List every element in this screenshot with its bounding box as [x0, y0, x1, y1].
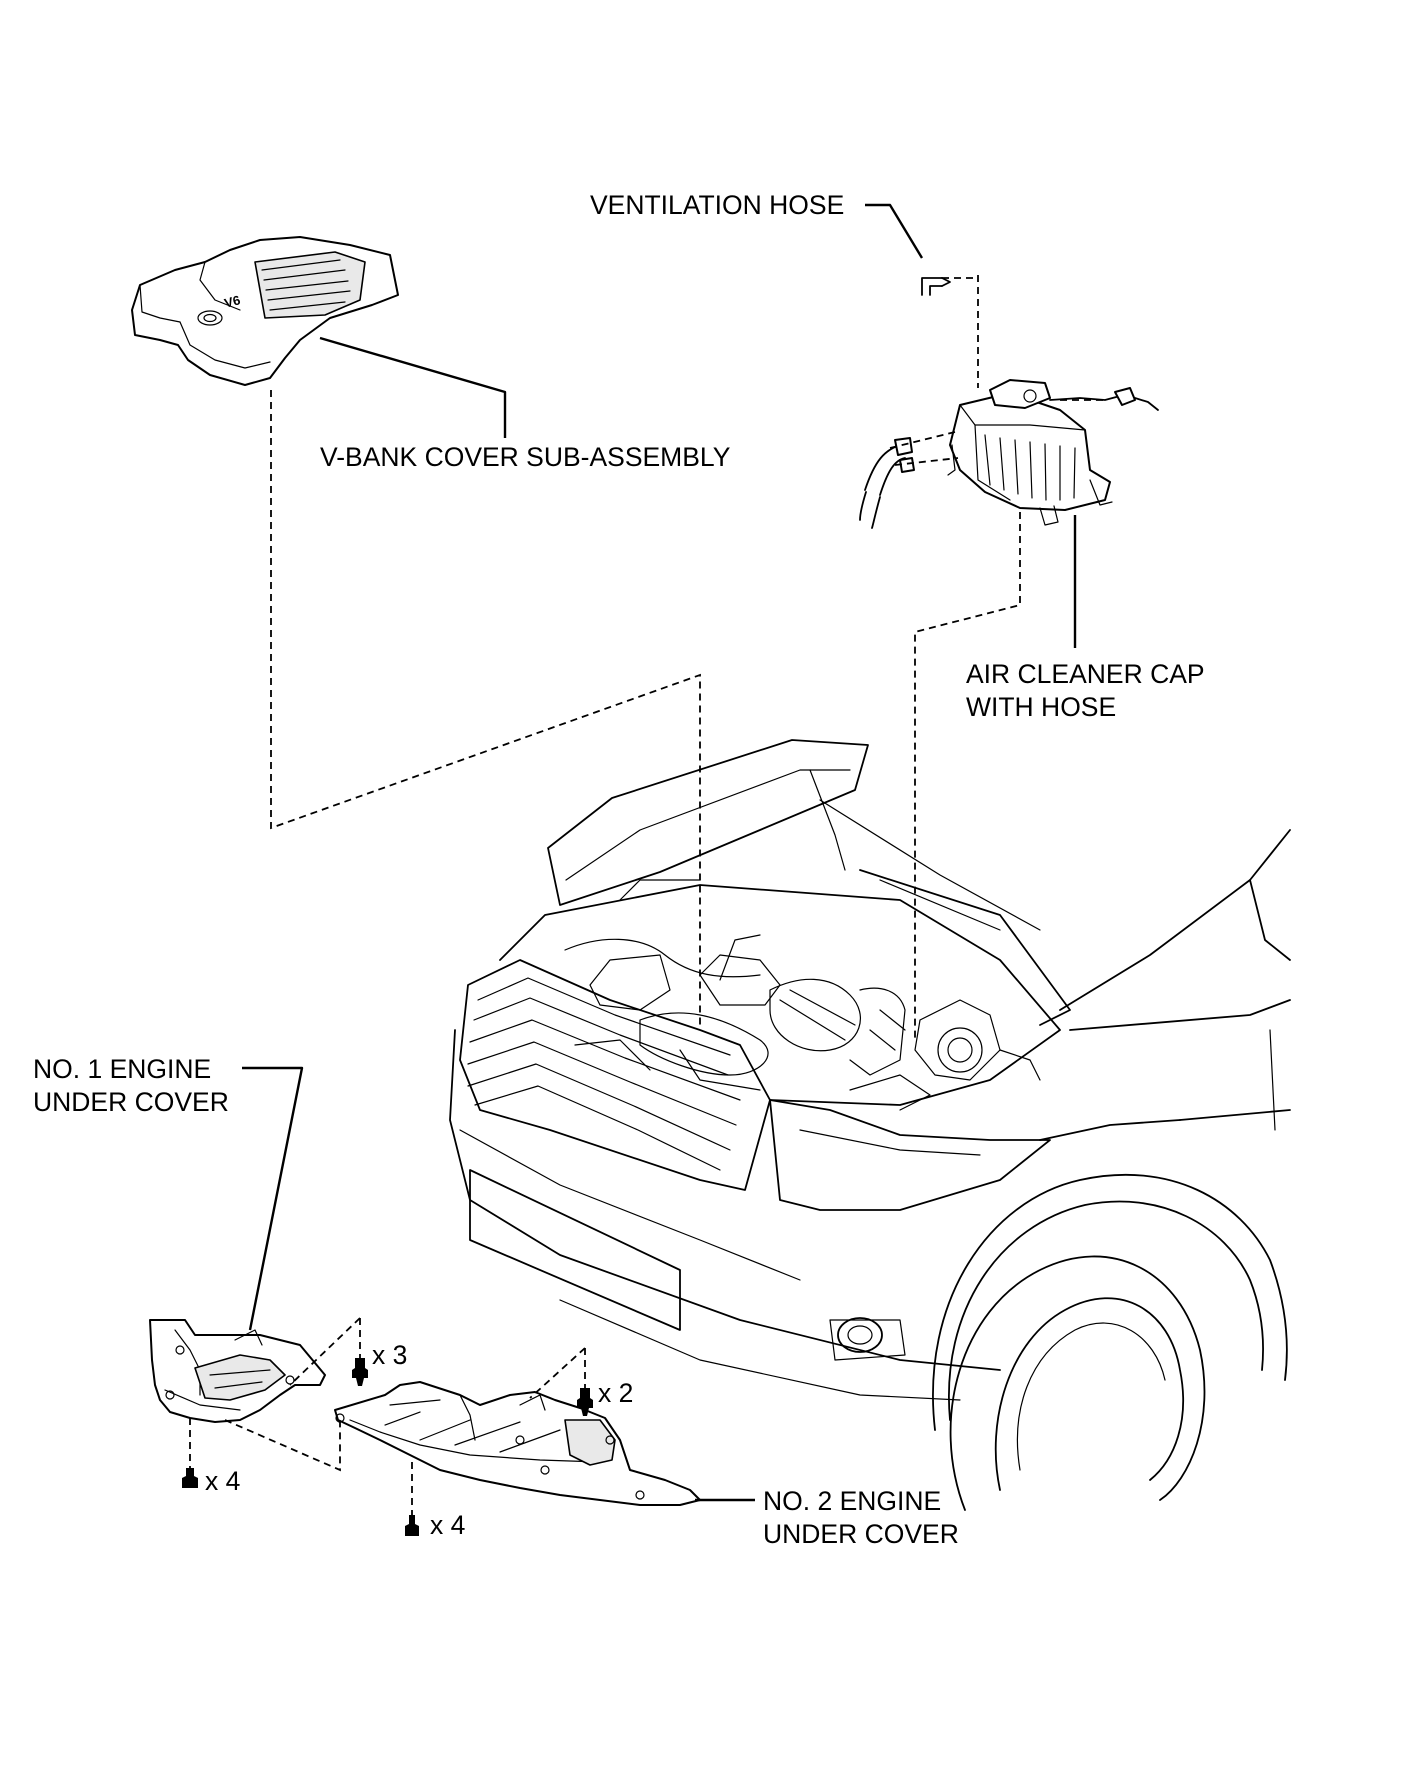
callout-labels: VENTILATION HOSE V-BANK COVER SUB-ASSEMB…: [33, 190, 1205, 1549]
grille: [459, 959, 771, 1191]
air-cleaner-cap-label-line1: AIR CLEANER CAP: [966, 659, 1205, 689]
ventilation-hose-label: VENTILATION HOSE: [590, 190, 844, 220]
bolt-count-no2-front: x 2: [598, 1378, 633, 1408]
v-bank-cover-label: V-BANK COVER SUB-ASSEMBLY: [320, 442, 731, 472]
no1-under-cover-label-line2: UNDER COVER: [33, 1087, 229, 1117]
no2-under-cover-label-line2: UNDER COVER: [763, 1519, 959, 1549]
bolt-icon: [405, 1515, 419, 1536]
bolt-icon: [577, 1388, 593, 1416]
no1-engine-under-cover-part: [149, 1319, 326, 1423]
air-cleaner-cap-part: [859, 379, 1159, 529]
air-cleaner-cap-label-line2: WITH HOSE: [966, 692, 1116, 722]
no1-under-cover-label-line1: NO. 1 ENGINE: [33, 1054, 211, 1084]
bolt-icon: [352, 1358, 368, 1386]
bolt-count-no1-rear: x 4: [205, 1466, 240, 1496]
no2-engine-under-cover-part: [334, 1381, 701, 1506]
engine-badge: V6: [223, 292, 242, 311]
leader-lines: [242, 203, 1077, 1502]
engine-bay-components: [564, 879, 1041, 1111]
v-bank-cover-part: V6: [131, 236, 399, 386]
vehicle-front-illustration: [449, 739, 1291, 1511]
fastener-counts: x 3 x 4 x 2 x 4: [205, 1340, 633, 1540]
ventilation-hose-part: [921, 277, 951, 296]
bolt-icon: [182, 1468, 198, 1488]
assembly-lines: [189, 275, 1108, 1515]
bolt-count-no2-rear: x 4: [430, 1510, 465, 1540]
bolt-count-no1-front: x 3: [372, 1340, 407, 1370]
no2-under-cover-label-line1: NO. 2 ENGINE: [763, 1486, 941, 1516]
